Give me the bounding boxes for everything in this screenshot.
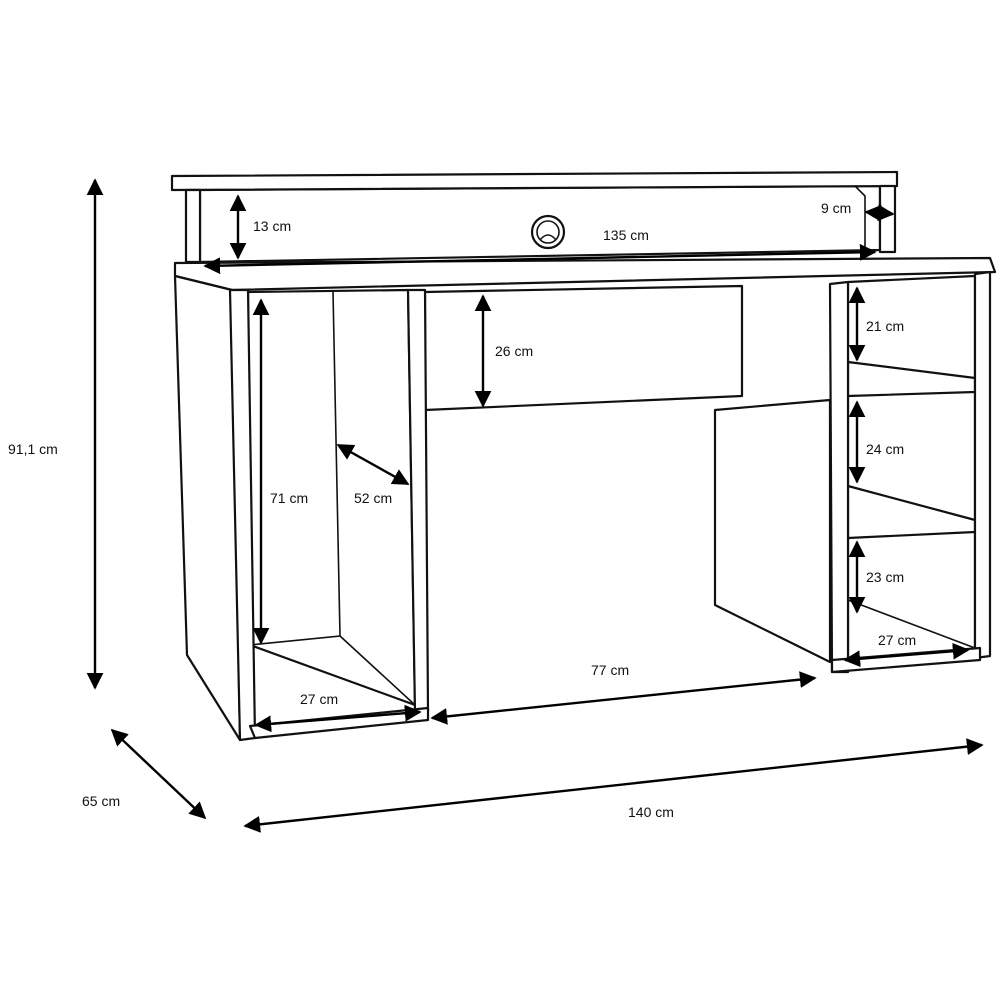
label-total-height: 91,1 cm — [8, 441, 58, 457]
label-hutch-height: 13 cm — [253, 218, 291, 234]
label-total-width: 140 cm — [628, 804, 674, 820]
label-hutch-depth: 9 cm — [821, 200, 851, 216]
label-left-pedestal-depth: 52 cm — [354, 490, 392, 506]
label-right-shelf-top: 21 cm — [866, 318, 904, 334]
left-pedestal — [173, 274, 430, 742]
label-knee-space-width: 77 cm — [591, 662, 629, 678]
modesty-panel — [423, 284, 832, 664]
label-right-shelf-bottom: 23 cm — [866, 569, 904, 585]
label-left-pedestal-width: 27 cm — [300, 691, 338, 707]
label-drawer-panel-height: 26 cm — [495, 343, 533, 359]
dimension-labels: 13 cm 135 cm 9 cm 26 cm 21 cm 24 cm 23 c… — [8, 200, 916, 820]
label-right-pedestal-width: 27 cm — [878, 632, 916, 648]
label-right-shelf-middle: 24 cm — [866, 441, 904, 457]
hutch — [170, 170, 899, 264]
label-total-depth: 65 cm — [82, 793, 120, 809]
label-left-pedestal-height: 71 cm — [270, 490, 308, 506]
label-hutch-width: 135 cm — [603, 227, 649, 243]
cable-grommet-icon — [530, 214, 566, 250]
right-pedestal — [828, 270, 992, 674]
dimension-lines — [86, 178, 984, 833]
